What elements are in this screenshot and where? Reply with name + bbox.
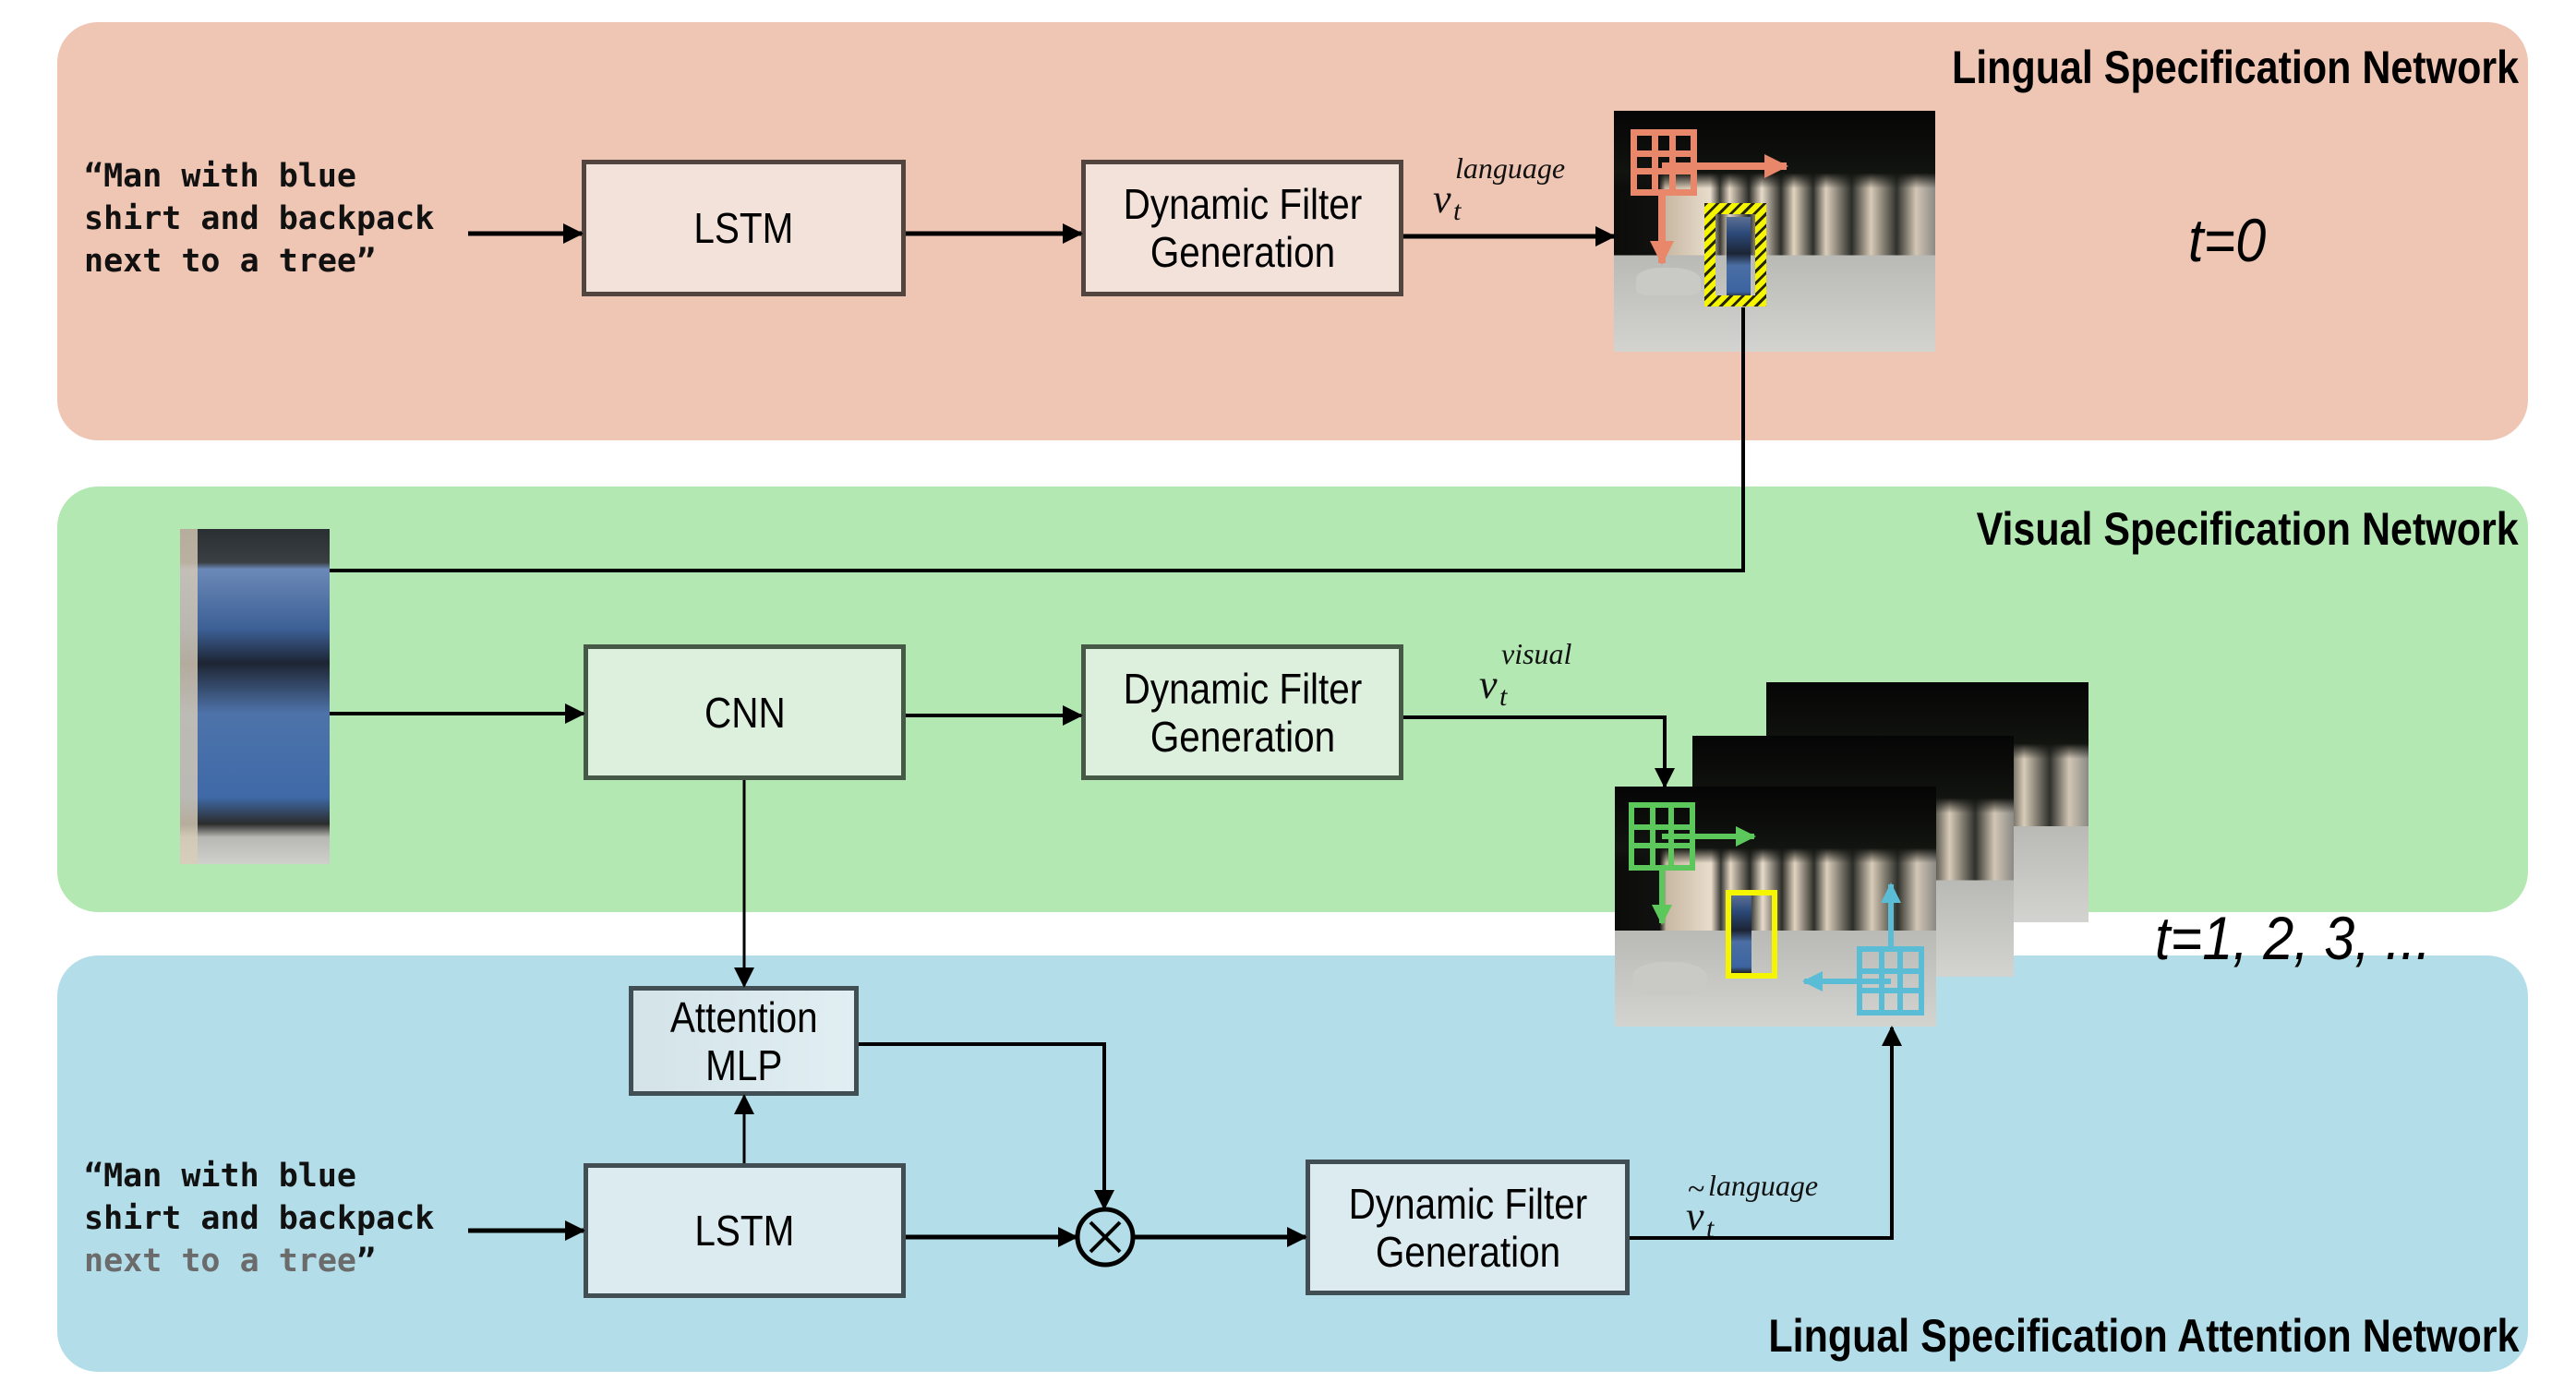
time-label-t-rest: t=1, 2, 3, ... (2155, 904, 2431, 972)
target-person (1727, 217, 1751, 298)
v-superscript: language (1455, 151, 1566, 185)
attention-filter-grid-icon (1857, 946, 1924, 1015)
lstm-label: LSTM (693, 204, 794, 252)
v-superscript: language (1708, 1169, 1819, 1202)
v-language-label: v language t (1433, 151, 1565, 226)
time-label-t0: t=0 (2188, 206, 2267, 274)
dfg-label-line2: Generation (1375, 1227, 1560, 1276)
v-subscript: t (1453, 196, 1462, 226)
dfg-label-line2: Generation (1150, 712, 1335, 761)
lstm-block-bottom: LSTM (584, 1163, 906, 1298)
attention-specification-panel (57, 955, 2528, 1372)
attention-panel-title: Lingual Specification Attention Network (1767, 1310, 2519, 1362)
target-box-hatched (1704, 203, 1766, 306)
v-tilde-language-label: ~ v language t (1686, 1169, 1818, 1244)
query-line-2: shirt and backpack (84, 200, 435, 237)
scene-frame-t1 (1615, 787, 1936, 1027)
lstm-label: LSTM (694, 1207, 795, 1255)
target-person (1729, 895, 1751, 973)
visual-filter-grid-icon (1629, 802, 1695, 871)
query-line-3: next to a tree” (84, 243, 377, 280)
attention-label-line1: Attention (669, 992, 818, 1041)
dfg-label-line1: Dynamic Filter (1123, 664, 1362, 713)
v-superscript: visual (1501, 637, 1572, 670)
target-person-crop (180, 529, 330, 864)
cnn-label: CNN (704, 688, 786, 737)
dfg-label-line1: Dynamic Filter (1348, 1179, 1587, 1228)
rock (1633, 962, 1707, 995)
v-subscript: t (1499, 681, 1508, 712)
v-visual-label: v visual t (1479, 637, 1571, 712)
dfg-label-line2: Generation (1150, 228, 1335, 276)
query-line-1: “Man with blue (84, 158, 357, 195)
v-base: v (1479, 662, 1498, 707)
lstm-block-top: LSTM (582, 160, 906, 296)
query-line-1: “Man with blue (84, 1158, 357, 1195)
query-text-bottom: “Man with blue shirt and backpack next t… (84, 1155, 434, 1282)
dfg-label-line1: Dynamic Filter (1123, 180, 1362, 228)
language-filter-grid-icon (1631, 129, 1697, 196)
rock (1636, 268, 1701, 295)
lingual-panel-title: Lingual Specification Network (1951, 42, 2519, 93)
scene-frame-t0 (1614, 111, 1935, 352)
query-text-top: “Man with blue shirt and backpack next t… (84, 155, 434, 282)
cnn-block: CNN (584, 644, 906, 780)
query-line-3-dimmed: next to a tree (84, 1243, 357, 1280)
query-line-2: shirt and backpack (84, 1200, 435, 1237)
query-closing-quote: ” (356, 1243, 377, 1280)
v-base: v (1433, 176, 1451, 222)
tilde-accent: ~ (1688, 1172, 1705, 1207)
target-box (1726, 890, 1777, 979)
attention-label-line2: MLP (704, 1040, 783, 1089)
visual-panel-title: Visual Specification Network (1976, 503, 2519, 555)
v-subscript: t (1706, 1213, 1715, 1244)
